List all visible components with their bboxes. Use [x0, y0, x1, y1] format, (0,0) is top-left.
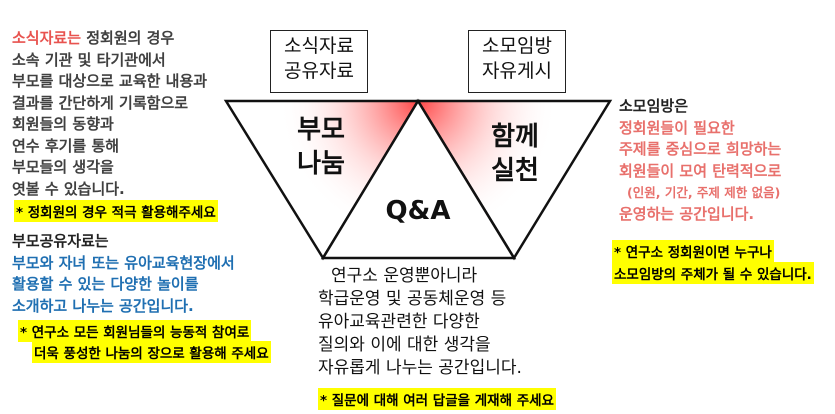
label-together-practice: 함께 실천 [480, 120, 550, 188]
bottom-center-note: * 질문에 대해 여러 답글을 게재해 주세요 [318, 388, 556, 410]
mid-left-title: 부모공유자료는 [12, 232, 109, 250]
mid-left-line-1: 부모와 자녀 또는 유아교육현장에서 [12, 253, 235, 272]
mid-left-line-3: 소개하고 나누는 공간입니다. [12, 296, 194, 315]
right-line-3: 회원들이 모여 탄력적으로 [619, 161, 782, 180]
box-left-line-1: 소식자료 [284, 35, 354, 57]
box-left-line-2: 공유자료 [284, 60, 354, 82]
right-note-2: 소모임방의 주체가 될 수 있습니다. [612, 262, 814, 284]
top-left-line-3: 부모를 대상으로 교육한 내용과 [12, 72, 208, 90]
box-right-line-2: 자유게시 [482, 60, 552, 82]
label-parent-sharing: 부모 나눔 [286, 113, 356, 181]
top-left-line-5: 회원들의 동향과 [12, 115, 114, 133]
bottom-line-1: 연구소 운영뿐아니라 [331, 266, 478, 286]
label-qna: Q&A [385, 196, 451, 226]
mid-left-description: 부모공유자료는 부모와 자녀 또는 유아교육현장에서 활용할 수 있는 다양한 … [12, 231, 235, 317]
mid-left-note-1: * 연구소 모든 회원님들의 능동적 참여로 [18, 320, 252, 342]
box-group-board: 소모임방 자유게시 [468, 30, 566, 93]
top-left-line-2: 소속 기관 및 타기관에서 [12, 50, 166, 69]
right-line-4: (인원, 기간, 주제 제한 없음) [627, 185, 781, 200]
bottom-center-description: 연구소 운영뿐아니라 학급운영 및 공동체운영 등 유아교육관련한 다양한 질의… [318, 265, 522, 380]
top-left-line-6: 연수 후기를 통해 [12, 136, 120, 155]
tri-left-line-1: 부모 [297, 115, 345, 145]
center-triangle [320, 98, 517, 260]
bottom-line-3: 유아교육관련한 다양한 [318, 312, 480, 332]
box-right-line-1: 소모임방 [482, 35, 552, 57]
bottom-line-4: 질의와 이에 대한 생각을 [318, 335, 491, 355]
bottom-line-2: 학급운영 및 공동체운영 등 [318, 289, 507, 309]
top-left-note: * 정회원의 경우 적극 활용해주세요 [14, 200, 218, 222]
right-line-5: 운영하는 공간입니다. [619, 204, 755, 223]
right-line-2: 주제를 중심으로 희망하는 [619, 140, 782, 158]
top-left-line-7: 부모들의 생각을 [12, 158, 114, 176]
tri-left-line-2: 나눔 [297, 149, 345, 179]
tri-right-line-2: 실천 [491, 156, 539, 186]
box-news-share: 소식자료 공유자료 [270, 30, 368, 93]
right-description: 소모임방은 정회원들이 필요한 주제를 중심으로 희망하는 회원들이 모여 탄력… [619, 96, 781, 225]
mid-left-note-2: 더욱 풍성한 나눔의 장으로 활용해 주세요 [32, 341, 271, 363]
right-title: 소모임방은 [619, 97, 689, 115]
bottom-line-5: 자유롭게 나누는 공간입니다. [318, 358, 522, 378]
top-left-line-1: 소식자료는 정회원의 경우 [12, 29, 175, 47]
top-left-description: 소식자료는 정회원의 경우 소속 기관 및 타기관에서 부모를 대상으로 교육한… [12, 28, 207, 200]
right-line-1: 정회원들이 필요한 [619, 118, 735, 137]
right-note-1: * 연구소 정회원이면 누구나 [612, 240, 774, 262]
top-left-line-8: 엿볼 수 있습니다. [12, 179, 125, 198]
mid-left-line-2: 활용할 수 있는 다양한 놀이를 [12, 275, 199, 293]
tri-right-line-1: 함께 [491, 122, 539, 152]
top-left-line-4: 결과를 간단하게 기록함으로 [12, 93, 189, 112]
